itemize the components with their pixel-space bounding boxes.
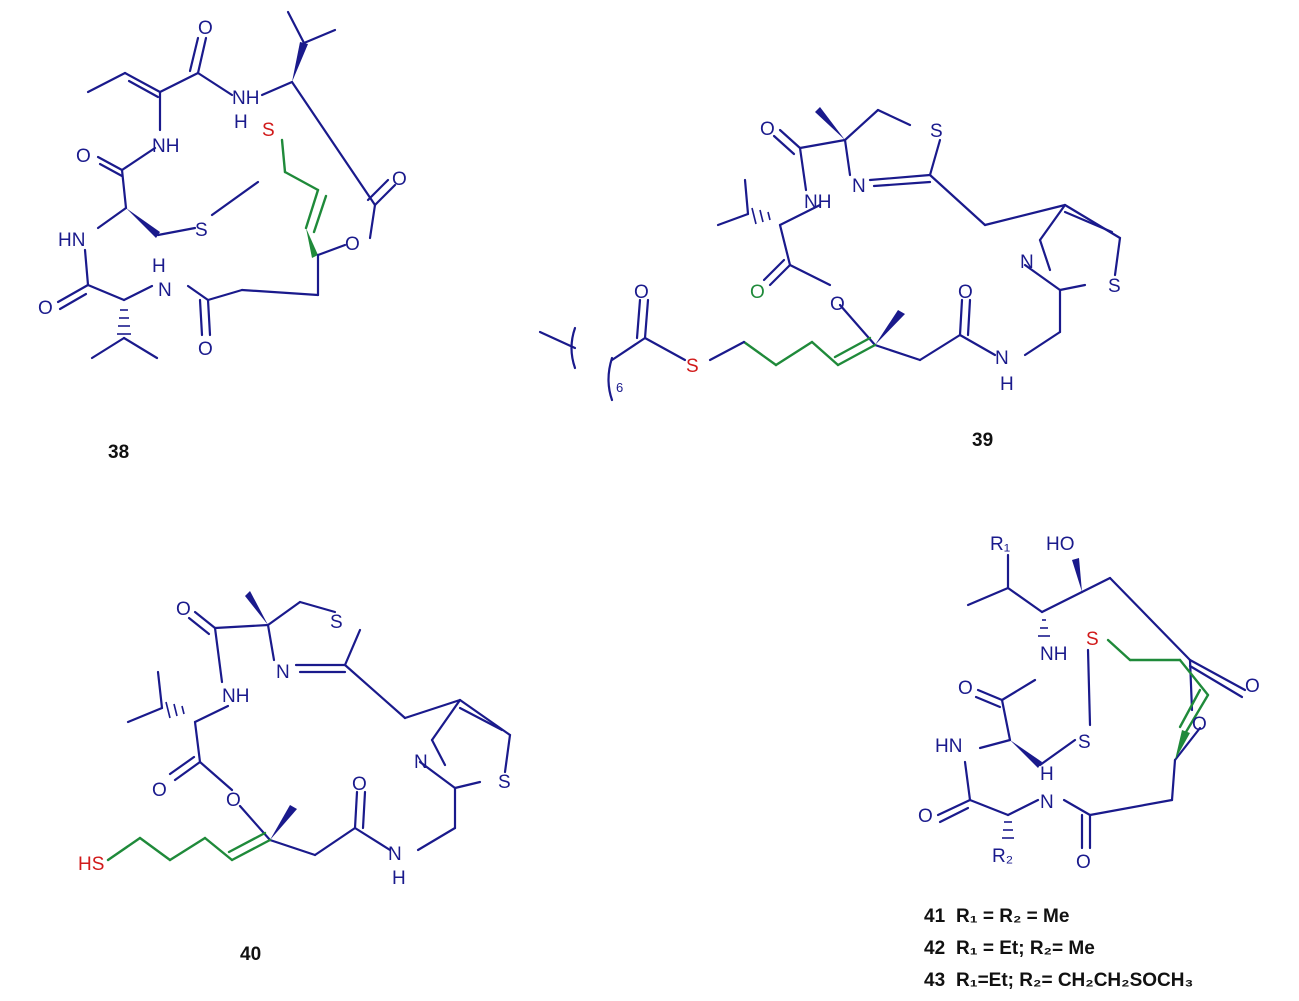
atom-S: S	[930, 121, 943, 142]
atom-O: O	[760, 119, 775, 140]
atom-O-green: O	[750, 282, 765, 303]
atom-O: O	[152, 780, 167, 801]
atom-O: O	[76, 146, 91, 167]
atom-O: O	[226, 790, 241, 811]
atom-N: N	[852, 176, 866, 197]
legend-text-42: R₁ = Et; R₂= Me	[956, 938, 1095, 959]
atom-O: O	[958, 678, 973, 699]
atom-O: O	[198, 18, 213, 39]
atom-O: O	[830, 294, 845, 315]
chain-count: 6	[616, 380, 623, 395]
compound-label-38: 38	[108, 442, 129, 463]
atom-H: H	[1000, 374, 1014, 395]
atom-S-red: S	[686, 356, 699, 377]
atom-S: S	[1108, 276, 1121, 297]
compound-label-40: 40	[240, 944, 261, 965]
atom-NH: NH	[222, 686, 249, 707]
atom-H: H	[1040, 764, 1054, 785]
atom-N: N	[414, 752, 428, 773]
atom-S: S	[1078, 732, 1091, 753]
atom-O: O	[198, 339, 213, 360]
atom-S: S	[498, 772, 511, 793]
atom-HN: HN	[935, 736, 962, 757]
atom-N: N	[995, 348, 1009, 369]
atom-HN: HN	[58, 230, 85, 251]
atom-HS-red: HS	[78, 854, 104, 875]
legend-text-41: R₁ = R₂ = Me	[956, 906, 1069, 927]
atom-O: O	[1245, 676, 1260, 697]
atom-S: S	[195, 220, 208, 241]
atom-O: O	[1192, 714, 1207, 735]
legend-text-43: R₁=Et; R₂= CH₂CH₂SOCH₃	[956, 970, 1193, 991]
atom-NH: NH	[804, 192, 831, 213]
atom-O: O	[352, 774, 367, 795]
atom-H: H	[152, 256, 166, 277]
atom-R1: R₁	[990, 534, 1010, 555]
legend-id-43: 43	[924, 970, 945, 991]
atom-S: S	[330, 612, 343, 633]
atom-O: O	[345, 234, 360, 255]
structure-38: O NH H S NH O O S HN O H N O O	[38, 10, 407, 360]
atom-N: N	[158, 280, 172, 301]
atom-S-red: S	[262, 120, 275, 141]
atom-H: H	[234, 112, 248, 133]
atom-O: O	[176, 599, 191, 620]
legend-id-42: 42	[924, 938, 945, 959]
atom-N: N	[1020, 252, 1034, 273]
atom-NH: NH	[232, 88, 259, 109]
atom-N: N	[276, 662, 290, 683]
structure-41-43: R₁ HO NH S O O O S HN H N O O R₂	[918, 534, 1260, 873]
atom-NH: NH	[152, 136, 179, 157]
atom-S-red: S	[1086, 629, 1099, 650]
atom-R2: R₂	[992, 846, 1013, 867]
atom-H: H	[392, 868, 406, 889]
atom-NH: NH	[1040, 644, 1067, 665]
atom-N: N	[1040, 792, 1054, 813]
atom-O: O	[634, 282, 649, 303]
atom-N: N	[388, 844, 402, 865]
legend-id-41: 41	[924, 906, 946, 927]
atom-O: O	[1076, 852, 1091, 873]
structure-40: O S N NH N S O O O HS N H	[78, 591, 512, 889]
substituent-legend: 41 R₁ = R₂ = Me 42 R₁ = Et; R₂= Me 43 R₁…	[924, 906, 1193, 991]
atom-HO: HO	[1046, 534, 1075, 555]
atom-O: O	[38, 298, 53, 319]
atom-O: O	[392, 169, 407, 190]
atom-O: O	[918, 806, 933, 827]
structure-39: O S N NH N S O O O O S N H 6	[538, 107, 1122, 402]
atom-O: O	[958, 282, 973, 303]
compound-label-39: 39	[972, 430, 993, 451]
